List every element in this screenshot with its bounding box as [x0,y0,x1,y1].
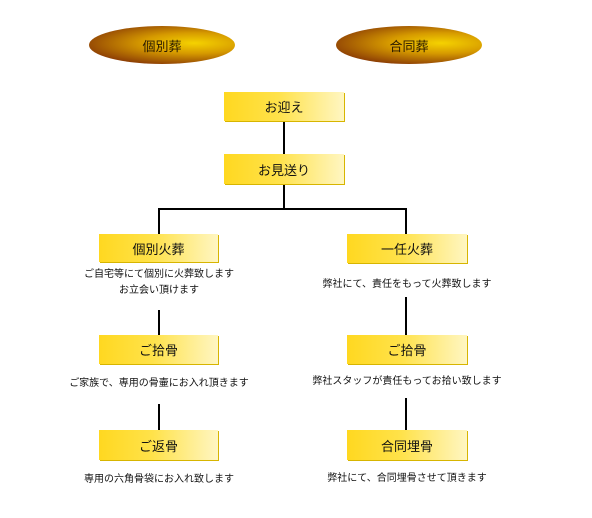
right-bones-desc-text: 弊社スタッフが責任もってお拾い致します [312,376,502,387]
individual-cremation-desc-line-1: ご自宅等にて個別に火葬致します [84,269,234,280]
return-bones-desc-text: 専用の六角骨袋にお入れ致します [84,474,234,485]
individual-cremation-desc: ご自宅等にて個別に火葬致します お立会い頂けます [64,267,254,299]
connector-branch-right [405,208,407,234]
connector-welcome-farewell [283,121,285,154]
individual-cremation-box: 個別火葬 [99,234,218,262]
individual-cremation-label: 個別火葬 [132,242,185,258]
individual-cremation-desc-line-2: お立会い頂けます [119,285,199,296]
individual-funeral-oval: 個別葬 [89,26,235,64]
left-bones-box: ご拾骨 [99,335,218,364]
left-bones-label: ご拾骨 [138,344,178,359]
joint-funeral-label: 合同葬 [389,39,429,55]
right-bones-box: ご拾骨 [347,335,467,364]
joint-burial-label: 合同埋骨 [380,439,433,455]
connector-left-desc-bones [158,310,160,335]
joint-burial-desc-text: 弊社にて、合同埋骨させて頂きます [327,473,487,484]
return-bones-label: ご返骨 [138,439,178,455]
joint-burial-desc: 弊社にて、合同埋骨させて頂きます [307,471,507,487]
connector-left-desc-return [158,404,160,430]
connector-right-desc-burial [405,398,407,430]
entrusted-cremation-box: 一任火葬 [347,234,467,263]
connector-branch-horizontal [158,208,407,210]
left-bones-desc: ご家族で、専用の骨壷にお入れ頂きます [59,376,259,392]
welcome-box: お迎え [224,92,344,121]
return-bones-desc: 専用の六角骨袋にお入れ致します [64,472,254,488]
connector-branch-left [158,208,160,234]
individual-funeral-label: 個別葬 [142,39,182,55]
connector-right-desc-bones [405,297,407,335]
connector-farewell-branch [283,184,285,209]
entrusted-cremation-desc: 弊社にて、責任をもって火葬致します [307,277,507,293]
welcome-label: お迎え [264,101,304,116]
return-bones-box: ご返骨 [99,430,218,460]
entrusted-cremation-label: 一任火葬 [380,243,433,258]
farewell-box: お見送り [224,154,344,184]
joint-funeral-oval: 合同葬 [336,26,482,64]
farewell-label: お見送り [257,163,310,179]
joint-burial-box: 合同埋骨 [347,430,467,460]
entrusted-cremation-desc-text: 弊社にて、責任をもって火葬致します [322,279,492,290]
right-bones-desc: 弊社スタッフが責任もってお拾い致します [307,374,507,390]
right-bones-label: ご拾骨 [387,344,427,359]
left-bones-desc-text: ご家族で、専用の骨壷にお入れ頂きます [69,378,249,389]
